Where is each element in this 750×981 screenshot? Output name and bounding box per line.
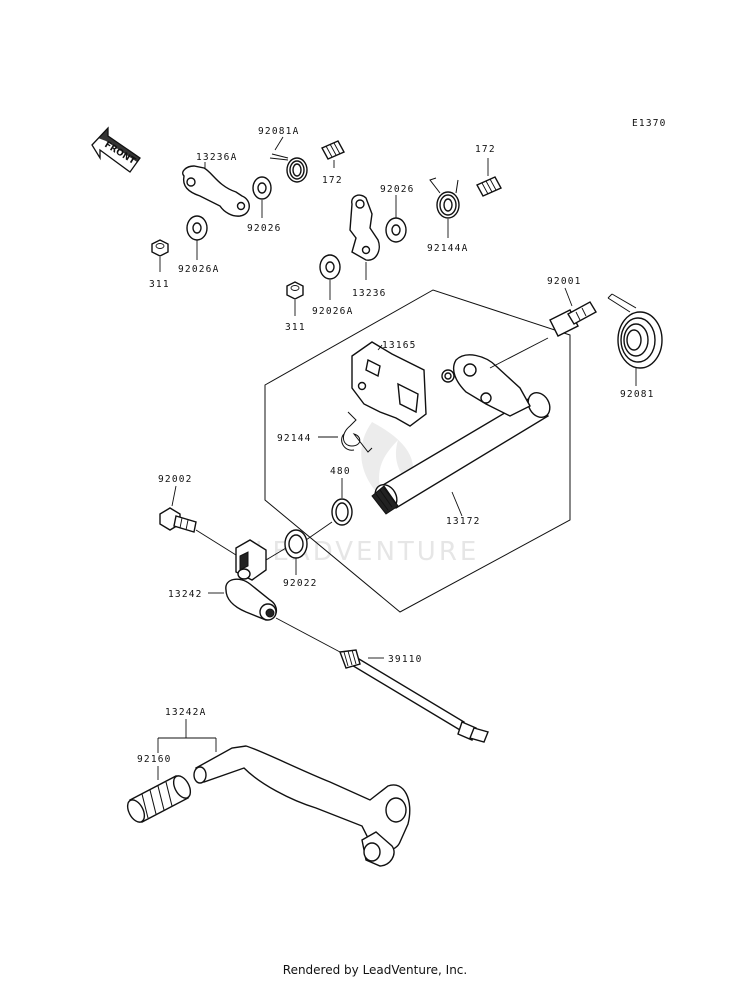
label-92081: 92081 (620, 389, 655, 400)
pedal-13242A (193, 745, 411, 867)
spring-92081 (607, 293, 663, 369)
label-13236: 13236 (352, 288, 387, 299)
front-arrow-icon: FRONT (91, 126, 141, 173)
label-39110: 39110 (388, 654, 423, 665)
label-92144: 92144 (277, 433, 312, 444)
label-92001: 92001 (547, 276, 582, 287)
pin-172-right (476, 176, 502, 197)
washer-92026A-mid (319, 254, 341, 280)
bolt-92001 (549, 301, 597, 337)
label-13242A: 13242A (165, 707, 207, 718)
washer-92026A-left (186, 215, 208, 241)
label-311-left: 311 (149, 279, 170, 290)
label-13236A: 13236A (196, 152, 238, 163)
label-13172: 13172 (446, 516, 481, 527)
circlip-480 (331, 498, 353, 526)
arm-13242 (225, 539, 277, 621)
washer-92026-mid (252, 176, 272, 200)
shaft-13172 (371, 354, 551, 515)
pin-172-top (321, 140, 345, 160)
rubber-92160 (126, 775, 192, 823)
label-92026A-left: 92026A (178, 264, 220, 275)
label-92160: 92160 (137, 754, 172, 765)
label-13165: 13165 (382, 340, 417, 351)
label-480: 480 (330, 466, 351, 477)
label-92026-mid: 92026 (247, 223, 282, 234)
diagram-code: E1370 (632, 118, 667, 129)
spring-92144 (341, 411, 373, 453)
nut-311-left (151, 239, 169, 257)
label-172-right: 172 (475, 144, 496, 155)
label-92144A: 92144A (427, 243, 469, 254)
nut-311-mid (286, 281, 304, 300)
bolt-92002 (159, 507, 197, 533)
rod-39110 (339, 649, 489, 743)
washer-92022 (284, 529, 308, 559)
label-311-mid: 311 (285, 322, 306, 333)
label-13242: 13242 (168, 589, 203, 600)
label-92022: 92022 (283, 578, 318, 589)
label-92002: 92002 (158, 474, 193, 485)
washer-92026-top (385, 217, 407, 243)
label-92026A-mid: 92026A (312, 306, 354, 317)
assembly-outline (264, 289, 571, 613)
spring-92144A (429, 177, 460, 219)
plate-13165 (351, 341, 427, 427)
lever-13236A (182, 165, 250, 217)
label-172-top: 172 (322, 175, 343, 186)
label-92026-top: 92026 (380, 184, 415, 195)
lever-13236 (349, 194, 380, 261)
label-92081A: 92081A (258, 126, 300, 137)
footer-credit: Rendered by LeadVenture, Inc. (282, 963, 468, 977)
spring-92081A (269, 153, 308, 183)
